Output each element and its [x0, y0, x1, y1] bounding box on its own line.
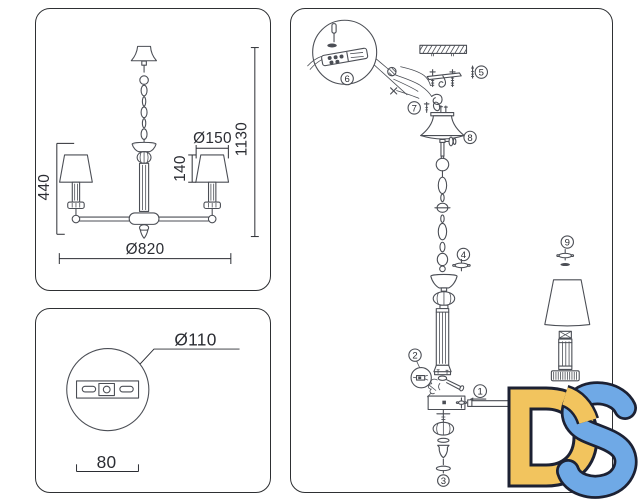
assembly-drawing: 6	[307, 19, 591, 487]
dim-arm-height-label: 440	[36, 174, 53, 201]
wiring-detail-callout: 6	[307, 19, 408, 96]
canopy-collar	[439, 138, 446, 144]
part-4-badge	[456, 247, 471, 262]
dim-shade-height-label: 140	[172, 155, 189, 182]
lower-finial-stack: 3	[432, 408, 455, 487]
canopy-bell	[420, 115, 465, 137]
supply-wires	[387, 66, 443, 112]
terminal-wires	[307, 55, 322, 70]
lamp-shade	[544, 279, 591, 327]
dim-shade-diameter-label: Ø150	[193, 130, 232, 147]
part-2-badge	[408, 348, 422, 362]
central-body	[427, 395, 468, 411]
anchor-holes	[431, 53, 454, 57]
hanging-hook	[431, 93, 443, 105]
wire-splice-icon	[390, 87, 398, 95]
lamp-shade-right	[195, 154, 230, 216]
ceiling-cup	[130, 45, 158, 66]
ribbed-base	[550, 370, 580, 382]
shade-washer	[560, 263, 570, 267]
mount-view-drawing: Ø110 80	[66, 330, 240, 473]
front-view-panel: 440 Ø150 140 1130	[35, 8, 271, 291]
insert-screw-icon	[471, 64, 475, 79]
dimension-canopy-diameter: Ø110	[139, 330, 240, 365]
canopy-side-knob	[445, 136, 457, 147]
screwdriver-icon	[331, 23, 337, 43]
dimension-bracket-width: 80	[76, 452, 139, 473]
part-3-badge	[437, 474, 450, 487]
dimension-shade-diameter: Ø150	[193, 130, 232, 159]
hanging-loop	[432, 101, 441, 112]
lamp-shade-left	[59, 154, 93, 216]
candle-sleeve	[558, 338, 573, 371]
part-1-label: 1	[477, 387, 482, 398]
ds-monogram: DS	[507, 381, 638, 499]
chain-connector-part4: 4	[452, 247, 471, 272]
chain-assembly	[434, 170, 451, 273]
front-view-drawing: 440 Ø150 140 1130	[36, 45, 259, 265]
mounting-bracket	[75, 380, 140, 399]
arms	[71, 214, 217, 224]
arm-hub-wires	[426, 369, 465, 398]
terminal-block	[321, 47, 369, 67]
hook-plate-assembly: 5	[426, 64, 489, 88]
callout-leader-lines	[374, 58, 408, 96]
ceiling-hook	[438, 75, 447, 88]
dim-bracket-width-label: 80	[97, 452, 117, 472]
dim-canopy-diameter-label: Ø110	[174, 330, 216, 350]
bulb-socket	[558, 330, 572, 339]
mount-view-panel: Ø110 80	[35, 308, 271, 493]
canopy-top-screws	[438, 105, 448, 114]
top-ring	[435, 157, 450, 172]
assembly-panel: 6	[290, 8, 613, 493]
column-assembly	[430, 273, 458, 376]
dim-total-width-label: Ø820	[126, 241, 165, 258]
part-5-label: 5	[479, 67, 484, 78]
part-7-badge	[407, 101, 421, 115]
part-8-label: 8	[467, 133, 472, 144]
part-6-label: 6	[344, 74, 349, 85]
wire-ferrule	[327, 43, 337, 48]
shade-assembly-part9: 9	[544, 235, 591, 382]
part-7-label: 7	[412, 103, 417, 114]
part-6-badge	[340, 71, 354, 86]
center-column	[128, 141, 160, 239]
dimension-arm-height: 440	[36, 142, 75, 235]
dim-total-height-label: 1130	[234, 122, 251, 156]
logo-d-over-s-band	[561, 387, 597, 425]
dimension-shade-height: 140	[172, 154, 197, 183]
canopy-outline-circle	[66, 348, 150, 432]
mounting-screw-right	[449, 69, 456, 88]
dimension-total-width: Ø820	[58, 241, 232, 265]
part-8-badge	[463, 130, 477, 145]
part-9-badge	[560, 235, 574, 249]
ceiling-hatch	[419, 44, 468, 57]
part-4-label: 4	[461, 250, 467, 261]
part-2-label: 2	[412, 351, 417, 362]
wire-connector-callout: 2	[408, 348, 437, 391]
dimension-total-height: 1130	[234, 47, 259, 238]
canopy-screw	[423, 101, 430, 113]
part-9-label: 9	[565, 237, 570, 248]
brand-logo: DS	[503, 381, 643, 500]
part-5-badge	[474, 65, 489, 79]
part-3-label: 3	[441, 476, 446, 487]
part-1-badge	[473, 384, 488, 399]
chain	[139, 65, 149, 145]
canopy-assembly: 7 8	[407, 101, 477, 172]
canopy-stem	[440, 141, 445, 157]
hook-plate	[426, 72, 462, 81]
